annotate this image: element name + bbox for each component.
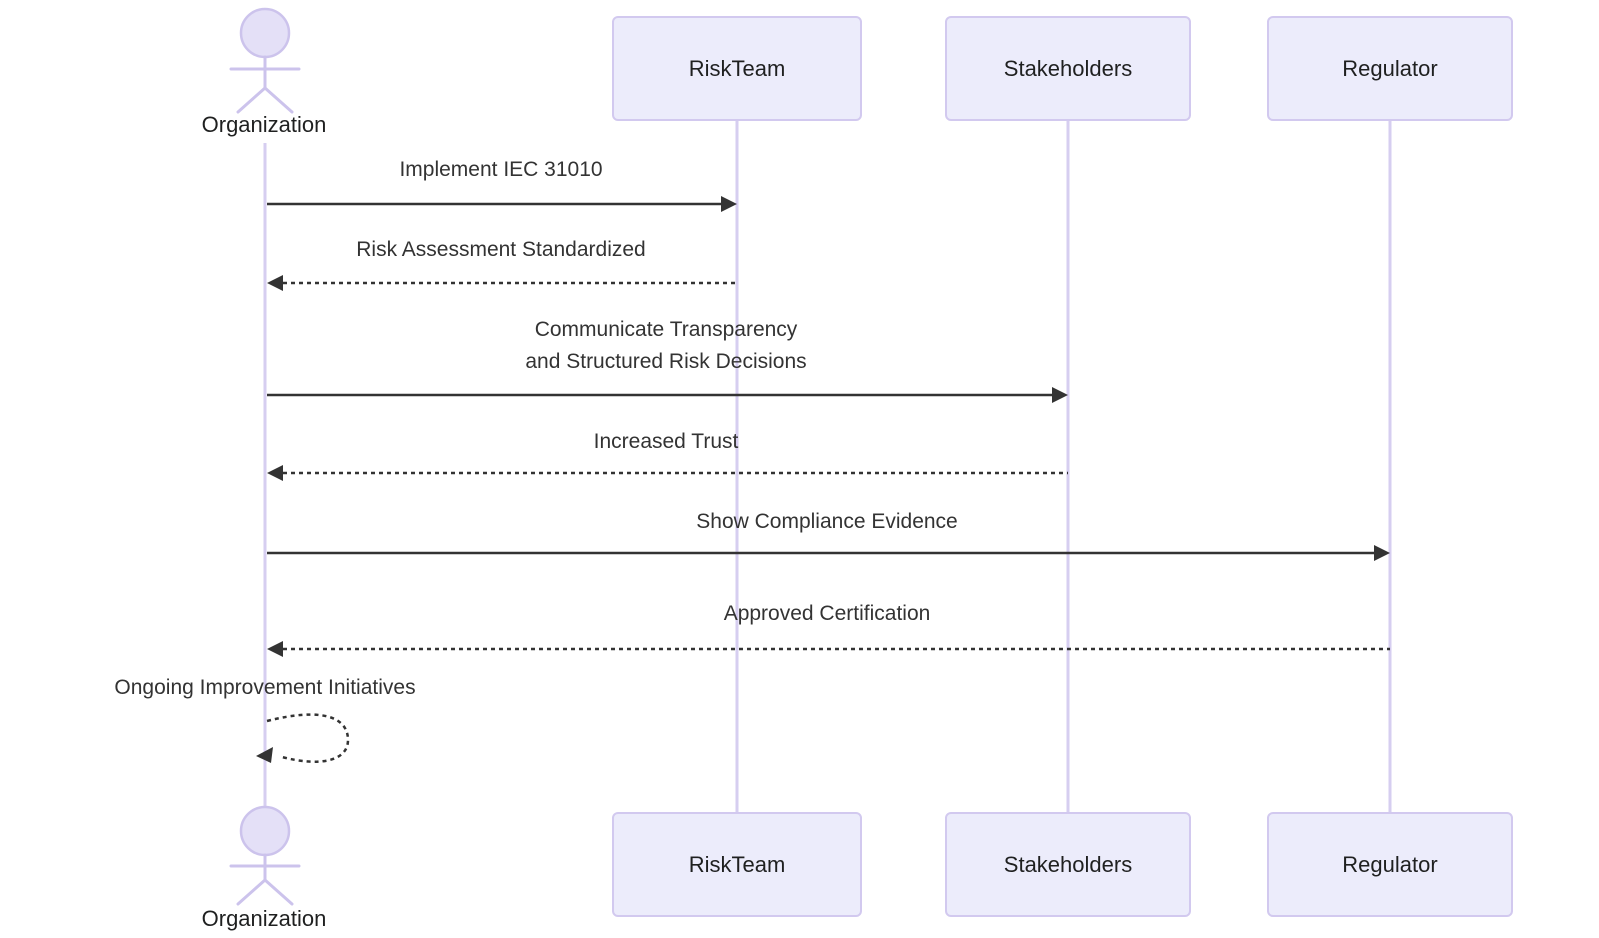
actor-head-icon bbox=[239, 805, 291, 857]
message-7-arrowhead-icon bbox=[256, 747, 273, 763]
message-2-arrowhead-icon bbox=[267, 275, 283, 291]
organization-actor-icon-bottom bbox=[229, 805, 301, 906]
participant-box-regulator-top: Regulator bbox=[1267, 16, 1513, 121]
message-6-label: Approved Certification bbox=[723, 602, 931, 625]
actor-right-leg-icon bbox=[263, 86, 294, 114]
participant-label: Regulator bbox=[1342, 55, 1438, 81]
participant-label: RiskTeam bbox=[688, 55, 786, 81]
participant-box-riskteam-top: RiskTeam bbox=[612, 16, 862, 121]
participant-box-regulator-bottom: Regulator bbox=[1267, 812, 1513, 917]
participant-label: Regulator bbox=[1342, 851, 1438, 877]
message-4-label: Increased Trust bbox=[593, 430, 739, 453]
actor-right-leg-icon bbox=[263, 878, 294, 906]
message-1-label: Implement IEC 31010 bbox=[399, 158, 603, 181]
message-1-arrowhead-icon bbox=[721, 196, 737, 212]
actor-head-icon bbox=[239, 7, 291, 59]
actor-label-organization-top: Organization bbox=[201, 112, 327, 137]
actor-label-organization-bottom: Organization bbox=[201, 906, 327, 931]
message-3-label-line2: and Structured Risk Decisions bbox=[525, 350, 807, 373]
actor-left-leg-icon bbox=[236, 86, 267, 114]
message-6-arrowhead-icon bbox=[267, 641, 283, 657]
message-3-arrowhead-icon bbox=[1052, 387, 1068, 403]
message-7-self-loop bbox=[266, 713, 350, 763]
actor-left-leg-icon bbox=[236, 878, 267, 906]
message-5-label: Show Compliance Evidence bbox=[696, 510, 958, 533]
message-7-label: Ongoing Improvement Initiatives bbox=[114, 676, 416, 699]
participant-box-riskteam-bottom: RiskTeam bbox=[612, 812, 862, 917]
message-2-label: Risk Assessment Standardized bbox=[356, 238, 646, 261]
participant-box-stakeholders-bottom: Stakeholders bbox=[945, 812, 1191, 917]
participant-label: Stakeholders bbox=[1003, 55, 1133, 81]
participant-box-stakeholders-top: Stakeholders bbox=[945, 16, 1191, 121]
organization-actor-icon bbox=[229, 7, 301, 114]
message-5-arrowhead-icon bbox=[1374, 545, 1390, 561]
participant-label: Stakeholders bbox=[1003, 851, 1133, 877]
message-4-arrowhead-icon bbox=[267, 465, 283, 481]
participant-label: RiskTeam bbox=[688, 851, 786, 877]
message-3-label-line1: Communicate Transparency bbox=[534, 318, 798, 341]
